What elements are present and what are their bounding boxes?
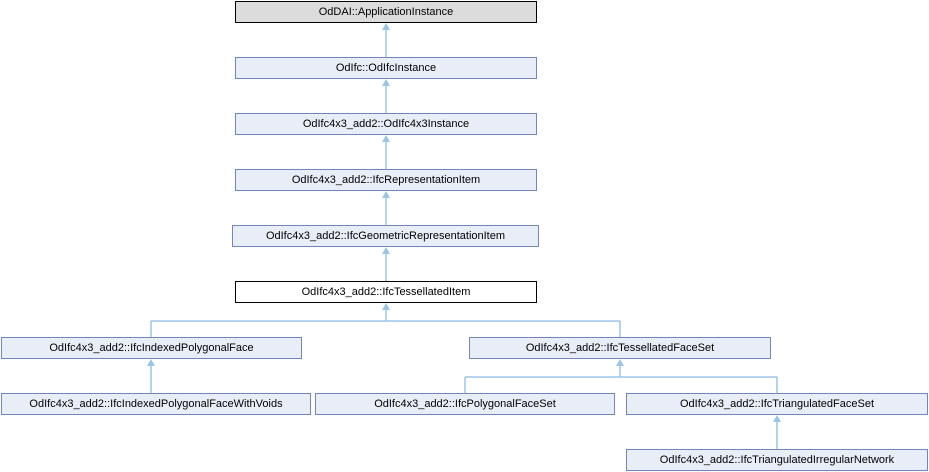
class-node-ifctessellatedfaceset[interactable]: OdIfc4x3_add2::IfcTessellatedFaceSet — [469, 337, 771, 359]
class-node-ifctessellateditem-current: OdIfc4x3_add2::IfcTessellatedItem — [235, 281, 537, 303]
class-node-ifcpolygonalfaceset[interactable]: OdIfc4x3_add2::IfcPolygonalFaceSet — [315, 393, 615, 415]
class-node-odifc4x3instance[interactable]: OdIfc4x3_add2::OdIfc4x3Instance — [235, 113, 537, 135]
class-node-ifctriangulatedfaceset[interactable]: OdIfc4x3_add2::IfcTriangulatedFaceSet — [626, 393, 928, 415]
class-node-ifcgeometricrepresentationitem[interactable]: OdIfc4x3_add2::IfcGeometricRepresentatio… — [232, 225, 539, 247]
class-node-odifc-odifcinstance[interactable]: OdIfc::OdIfcInstance — [235, 57, 537, 79]
class-node-ifctriangulatedirregularnetwork[interactable]: OdIfc4x3_add2::IfcTriangulatedIrregularN… — [626, 449, 928, 471]
class-node-oddai-applicationinstance: OdDAI::ApplicationInstance — [235, 1, 537, 23]
class-node-ifcindexedpolygonalfacewithvoids[interactable]: OdIfc4x3_add2::IfcIndexedPolygonalFaceWi… — [1, 393, 311, 415]
class-node-ifcrepresentationitem[interactable]: OdIfc4x3_add2::IfcRepresentationItem — [235, 169, 537, 191]
class-node-ifcindexedpolygonalface[interactable]: OdIfc4x3_add2::IfcIndexedPolygonalFace — [1, 337, 302, 359]
